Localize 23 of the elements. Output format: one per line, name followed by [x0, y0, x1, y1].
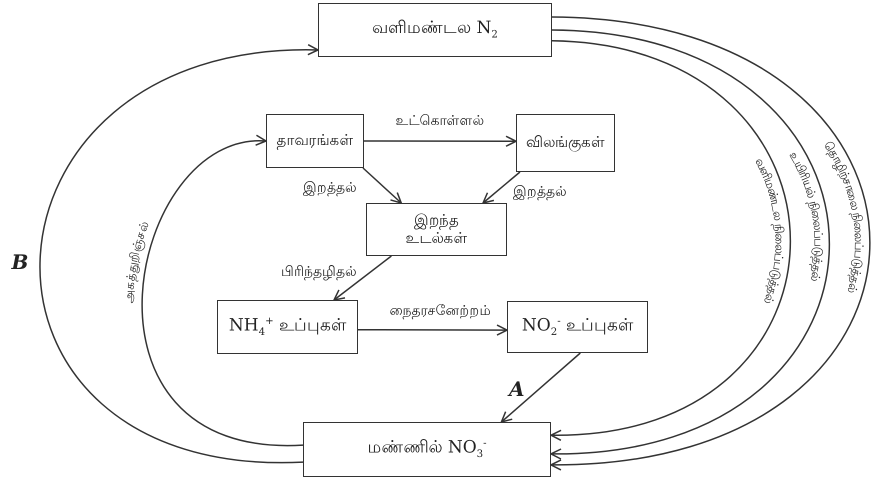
arrow — [482, 171, 520, 204]
edge-label: பிரிந்தழிதல் — [280, 264, 358, 280]
arrow — [550, 16, 870, 470]
arrow — [358, 324, 508, 336]
edge-label: இறத்தல் — [512, 184, 568, 200]
process-box: NH$_{4}$$^{+}$ உப்புகள் — [217, 300, 358, 354]
arrow — [500, 352, 581, 423]
process-box: இறந்த உடல்கள் — [366, 203, 507, 256]
process-box: விலங்குகள் — [516, 114, 615, 172]
edge-label: இறத்தல் — [302, 180, 358, 196]
edge-label: A — [508, 378, 526, 400]
arrow — [550, 29, 830, 459]
arrow — [362, 167, 402, 204]
arrow — [550, 40, 791, 440]
arrow — [364, 136, 517, 147]
edge-label: B — [10, 251, 30, 273]
edge-label: நைதரசனேற்றம் — [388, 304, 492, 319]
arrow — [142, 136, 304, 446]
process-box: NO$_{2}$$^{-}$ உப்புகள் — [507, 301, 648, 353]
process-box: தாவரங்கள் — [266, 114, 364, 168]
process-box: வளிமண்டல N$_{2}$ — [318, 3, 552, 57]
arrow — [40, 45, 319, 463]
arrow — [333, 255, 392, 301]
